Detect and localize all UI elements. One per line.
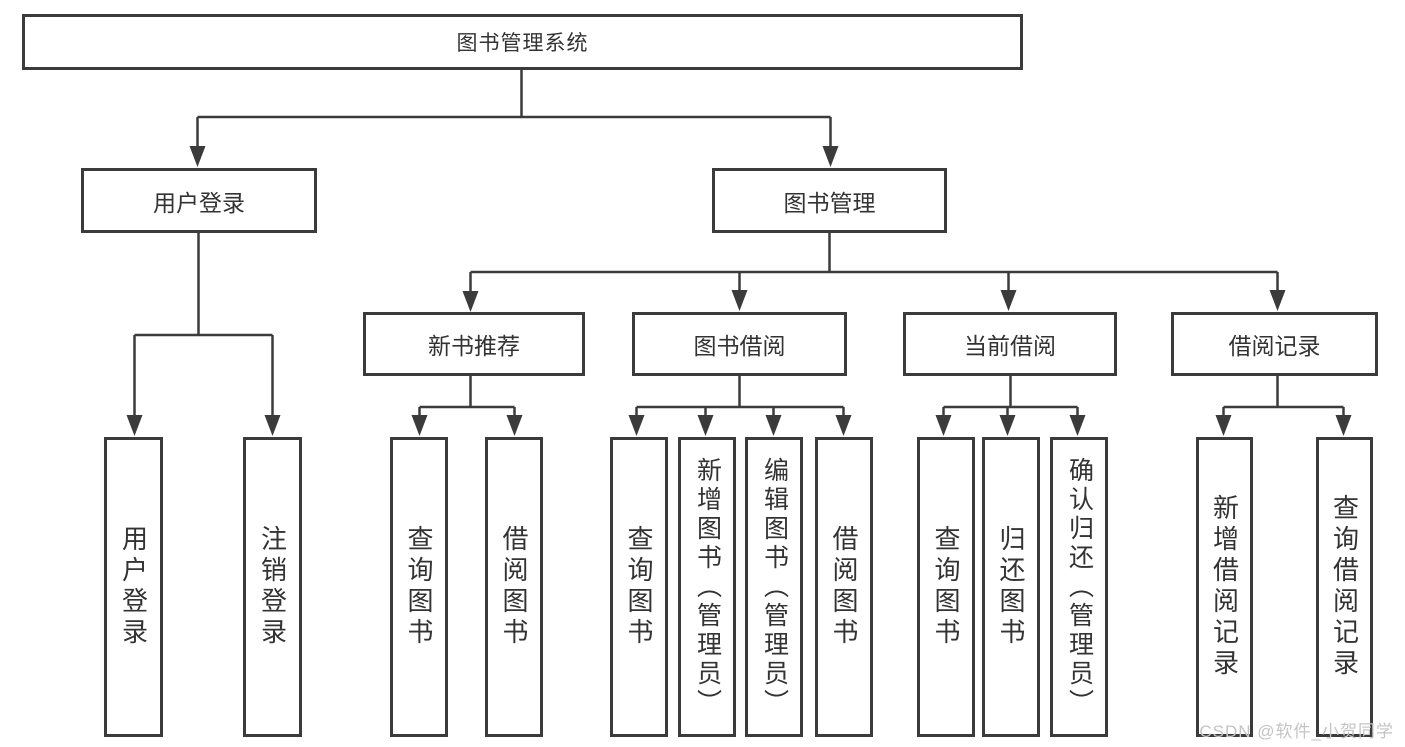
node-book-management: 图书管理 <box>712 168 947 233</box>
node-user-login: 用户登录 <box>81 168 317 233</box>
node-label: 图书管理系统 <box>456 32 589 55</box>
node-borrow-books: 借阅图书 <box>815 437 873 737</box>
node-query-books: 查询图书 <box>917 437 975 737</box>
node-label: 新书推荐 <box>428 333 520 359</box>
node-label: 当前借阅 <box>964 333 1056 359</box>
node-label: 借阅图书 <box>829 525 859 649</box>
node-book-borrowing: 图书借阅 <box>632 312 847 376</box>
node-label: 查询图书 <box>404 525 434 649</box>
node-label: 查询图书 <box>931 525 961 649</box>
node-query-books: 查询图书 <box>390 437 448 737</box>
node-label: 借阅记录 <box>1228 333 1321 359</box>
node-label: 用户登录 <box>118 525 149 649</box>
node-label: 归还图书 <box>996 525 1026 649</box>
node-new-book-recommendation: 新书推荐 <box>363 312 585 376</box>
node-root: 图书管理系统 <box>22 14 1023 70</box>
node-logout: 注销登录 <box>243 437 302 737</box>
node-label: 用户登录 <box>153 189 245 216</box>
node-label: 借阅图书 <box>499 525 529 649</box>
node-confirm-return-admin: 确认归还（管理员） <box>1050 437 1108 737</box>
node-borrowing-records: 借阅记录 <box>1171 312 1378 376</box>
node-label: 图书借阅 <box>693 333 786 359</box>
node-label: 查询图书 <box>624 525 654 649</box>
node-edit-books-admin: 编辑图书（管理员） <box>745 437 803 737</box>
node-query-books: 查询图书 <box>610 437 668 737</box>
node-add-borrow-record: 新增借阅记录 <box>1196 437 1253 737</box>
node-label: 编辑图书（管理员） <box>760 456 789 718</box>
node-borrow-books: 借阅图书 <box>485 437 543 737</box>
node-user-login-leaf: 用户登录 <box>104 437 163 737</box>
node-query-borrow-record: 查询借阅记录 <box>1316 437 1373 737</box>
node-label: 注销登录 <box>257 525 288 649</box>
node-label: 确认归还（管理员） <box>1065 456 1094 718</box>
node-return-books: 归还图书 <box>982 437 1040 737</box>
node-current-borrowing: 当前借阅 <box>903 312 1117 376</box>
node-add-books-admin: 新增图书（管理员） <box>678 437 736 737</box>
node-label: 查询借阅记录 <box>1329 494 1360 680</box>
node-label: 图书管理 <box>783 189 876 216</box>
watermark-text: CSDN @软件_小贺同学 <box>1199 722 1394 741</box>
node-label: 新增借阅记录 <box>1209 494 1240 680</box>
node-label: 新增图书（管理员） <box>693 456 722 718</box>
